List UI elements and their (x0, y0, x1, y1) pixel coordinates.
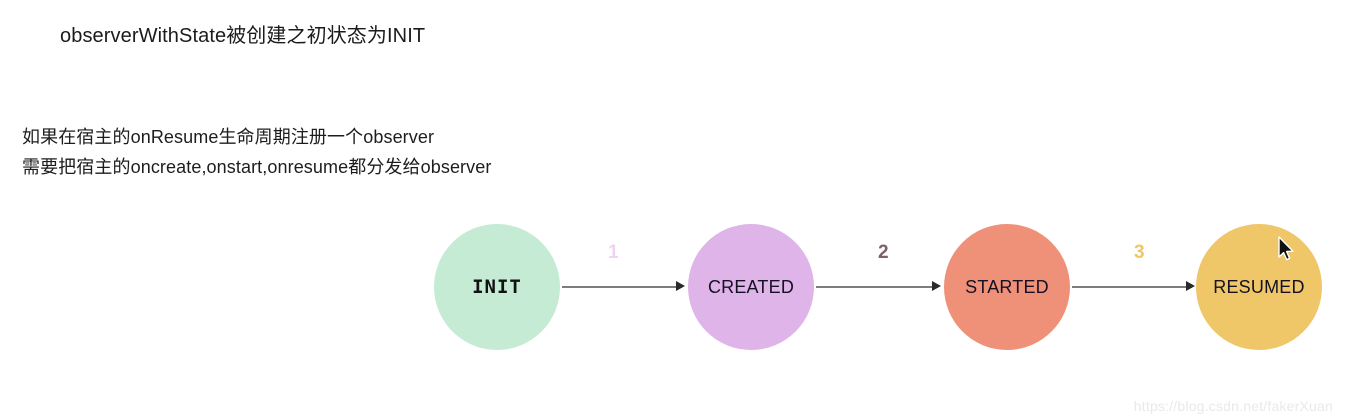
edge-label-2: 2 (878, 242, 889, 263)
edge-created-to-started (816, 286, 938, 288)
state-node-started-label: STARTED (965, 276, 1049, 297)
arrowhead-started-to-resumed (1186, 281, 1195, 291)
note-line-1: 如果在宿主的onResume生命周期注册一个observer (22, 127, 435, 147)
watermark: https://blog.csdn.net/fakerXuan (1133, 398, 1333, 414)
state-node-started: STARTED (944, 224, 1070, 350)
note-line-2: 需要把宿主的oncreate,onstart,onresume都分发给obser… (22, 157, 492, 177)
edge-started-to-resumed (1072, 286, 1192, 288)
state-node-init-label: INIT (472, 276, 522, 298)
state-node-resumed-label: RESUMED (1213, 276, 1305, 297)
state-node-init: INIT (434, 224, 560, 350)
edge-label-3: 3 (1134, 242, 1145, 263)
edge-label-1: 1 (608, 242, 619, 263)
edge-init-to-created (562, 286, 682, 288)
state-node-created: CREATED (688, 224, 814, 350)
arrowhead-created-to-started (932, 281, 941, 291)
page-title: observerWithState被创建之初状态为INIT (60, 25, 426, 47)
arrowhead-init-to-created (676, 281, 685, 291)
state-node-resumed: RESUMED (1196, 224, 1322, 350)
state-node-created-label: CREATED (707, 276, 795, 297)
